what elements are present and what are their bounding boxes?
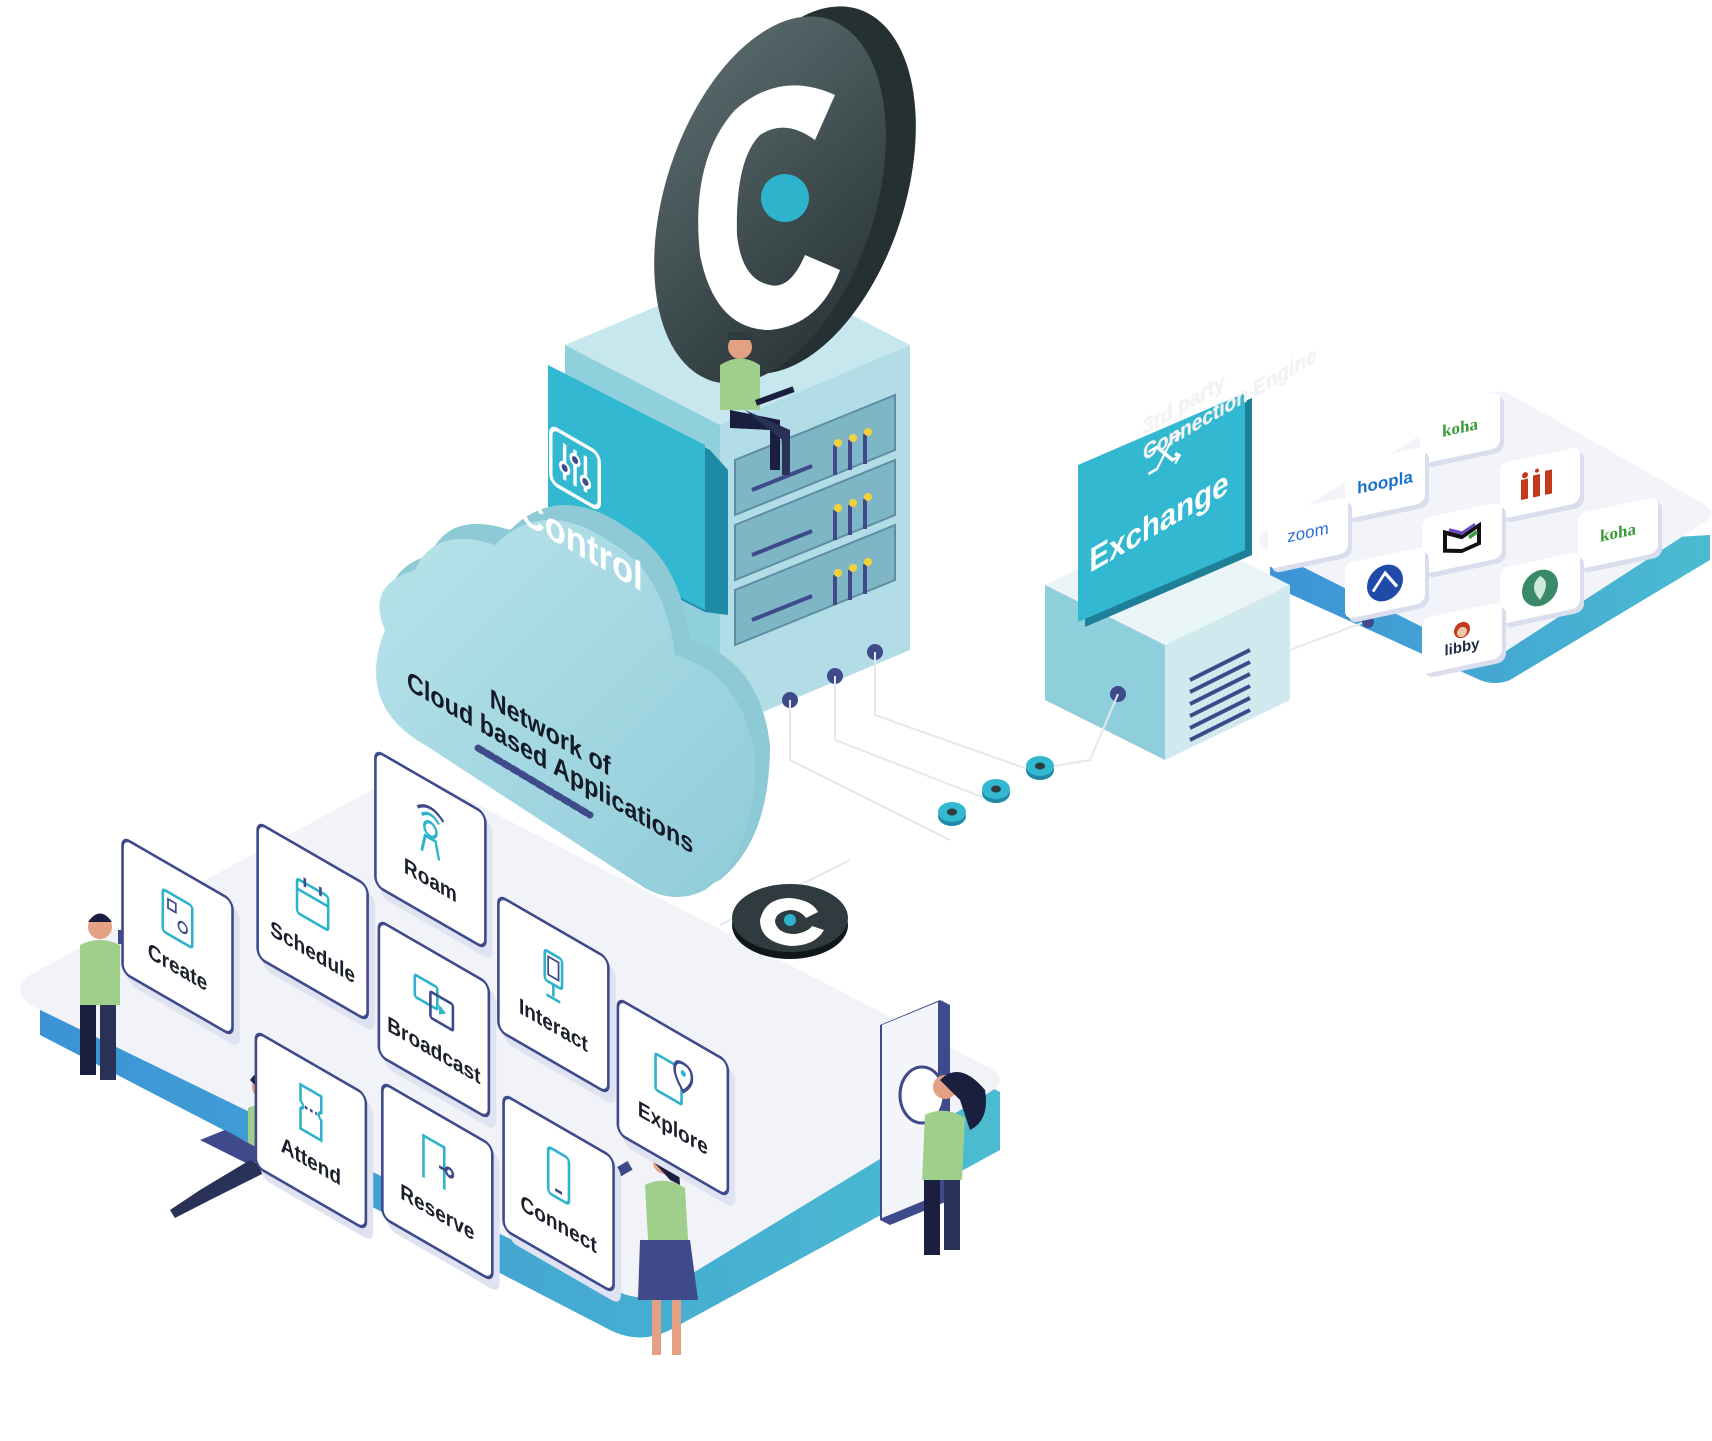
small-c-disc bbox=[732, 884, 848, 959]
app-tile-create[interactable]: Create bbox=[121, 835, 234, 1038]
seal-logo-icon bbox=[1367, 564, 1403, 602]
door-key-icon bbox=[422, 1133, 455, 1191]
libby-face-icon bbox=[1454, 621, 1470, 638]
applications-cloud bbox=[376, 505, 770, 898]
app-tile-explore[interactable]: Explore bbox=[616, 996, 730, 1199]
exchange-server bbox=[1045, 393, 1290, 760]
main-platform bbox=[20, 775, 1000, 1338]
phone-icon bbox=[546, 1146, 571, 1205]
ticket-icon bbox=[299, 1082, 323, 1143]
sliders-icon bbox=[549, 426, 602, 510]
book-logo-icon bbox=[1443, 521, 1481, 554]
map-pin-icon bbox=[654, 1052, 694, 1106]
app-tile-reserve[interactable]: Reserve bbox=[381, 1080, 494, 1283]
app-tile-connect[interactable]: Connect bbox=[502, 1092, 615, 1295]
calendar-icon bbox=[295, 877, 330, 932]
partner-label: libby bbox=[1444, 634, 1480, 660]
library-logo-icon bbox=[1521, 468, 1552, 501]
kiosk-icon bbox=[543, 948, 564, 1004]
c-logo-disc bbox=[654, 6, 916, 384]
partner-tile-green-seal[interactable] bbox=[1500, 551, 1580, 625]
leaf-seal-icon bbox=[1522, 569, 1558, 607]
partner-tile-red-logo[interactable] bbox=[1500, 446, 1580, 520]
connector-nodes bbox=[938, 616, 1374, 826]
partner-label: hoopla bbox=[1357, 467, 1413, 498]
partner-tile-blue-seal[interactable] bbox=[1345, 546, 1425, 620]
app-tile-broadcast[interactable]: Broadcast bbox=[377, 918, 491, 1121]
person-signal-icon bbox=[416, 804, 445, 861]
app-tile-interact[interactable]: Interact bbox=[497, 893, 610, 1096]
partner-tile-book-logo[interactable] bbox=[1422, 501, 1502, 575]
partner-label: koha bbox=[1600, 519, 1636, 546]
partner-label: koha bbox=[1442, 414, 1478, 441]
shuffle-icon bbox=[1148, 429, 1182, 476]
person-at-kiosk bbox=[922, 1072, 986, 1255]
device-icon bbox=[161, 888, 194, 949]
app-tile-attend[interactable]: Attend bbox=[254, 1029, 368, 1232]
person-sitting-on-server bbox=[720, 332, 795, 475]
partner-tile-libby[interactable]: libby bbox=[1422, 601, 1502, 675]
partner-label: zoom bbox=[1287, 518, 1329, 547]
person-standing-phone bbox=[80, 913, 126, 1080]
video-icon bbox=[413, 973, 455, 1032]
app-tile-roam[interactable]: Roam bbox=[374, 748, 487, 951]
app-tile-schedule[interactable]: Schedule bbox=[256, 820, 369, 1023]
